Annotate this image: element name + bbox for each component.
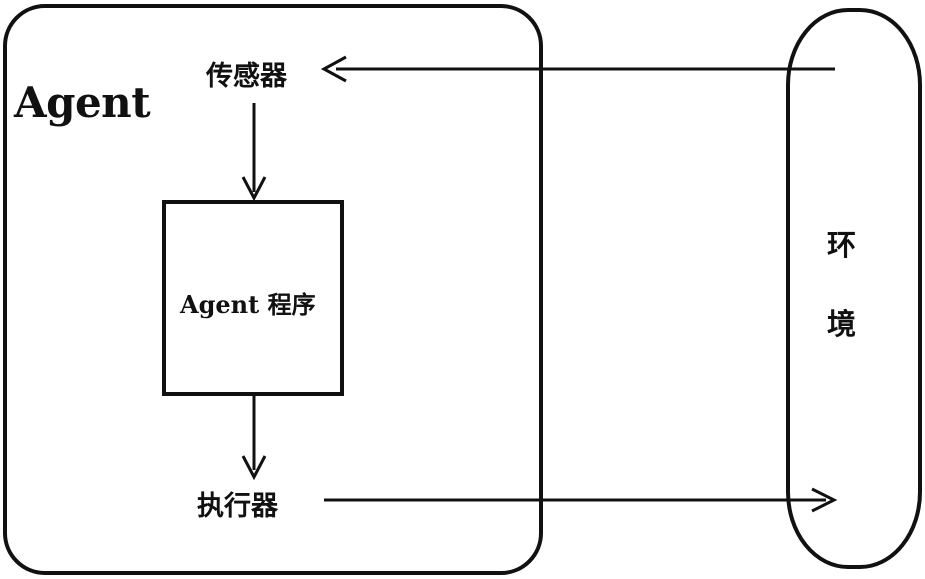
sensor-to-program-arrow [241,103,267,202]
actuator-label: 执行器 [197,491,278,522]
percept-arrow [320,55,835,83]
agent-program-label-cjk: 程序 [267,291,316,319]
environment-boundary-shape [786,8,922,569]
agent-program-box [162,200,344,396]
agent-program-label-latin: Agent [180,290,260,319]
agent-title: Agent [14,78,151,127]
environment-label-char-2: 境 [827,307,857,341]
agent-boundary-box [3,4,543,575]
sensor-label: 传感器 [206,61,287,92]
program-to-actuator-arrow [241,396,267,481]
action-arrow [324,487,838,513]
agent-program-label: Agent 程序 [180,285,316,320]
environment-label-char-1: 环 [827,228,857,262]
